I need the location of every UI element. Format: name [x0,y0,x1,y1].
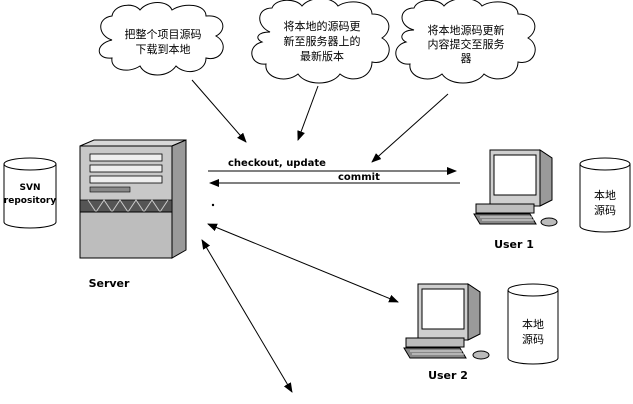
user1-local-source-cylinder: 本地 源码 [579,157,631,233]
cloud-update-line-3: 最新版本 [300,49,344,63]
cloud-update: 将本地的源码更 新至服务器上的 最新版本 [251,0,390,84]
cloud-download-line-1: 把整个项目源码 [125,27,202,41]
cloud-commit-line-3: 器 [461,52,472,65]
arrow-checkout-update-label: checkout, update [228,158,326,169]
arrow-server-user2 [207,223,399,303]
dot-marker [211,203,215,207]
cloud-update-line-1: 将本地的源码更 [284,19,361,33]
cloud-commit: 将本地源码更新 内容提交至服务 器 [395,0,536,84]
repository-line-2: repository [4,196,57,206]
cloud-commit-line-2: 内容提交至服务 [428,37,505,51]
svn-repository-cylinder: SVN repository [3,157,57,229]
user1-label: User 1 [494,238,534,251]
cloud-update-line-2: 新至服务器上的 [284,34,361,48]
cloud-download-line-2: 下载到本地 [136,42,191,56]
server-label: Server [89,277,130,290]
user2-label: User 2 [428,369,468,382]
user2-computer-icon [403,283,490,360]
pointer-commit [371,93,449,163]
pointer-update [297,85,319,141]
user2-local-source-line-2: 源码 [522,332,544,346]
user2-local-source-cylinder: 本地 源码 [507,283,559,365]
user1-local-source-line-1: 本地 [594,188,616,202]
user1-computer-icon [473,149,558,227]
cloud-download: 把整个项目源码 下载到本地 [98,2,224,76]
server-icon [79,139,187,259]
user2-local-source-line-1: 本地 [522,317,544,331]
arrow-commit-label: commit [338,172,380,183]
repository-line-1: SVN [20,183,41,193]
cloud-commit-line-1: 将本地源码更新 [428,23,505,37]
pointer-download [191,79,247,143]
arrow-server-more [201,239,293,393]
user1-local-source-line-2: 源码 [594,203,616,217]
